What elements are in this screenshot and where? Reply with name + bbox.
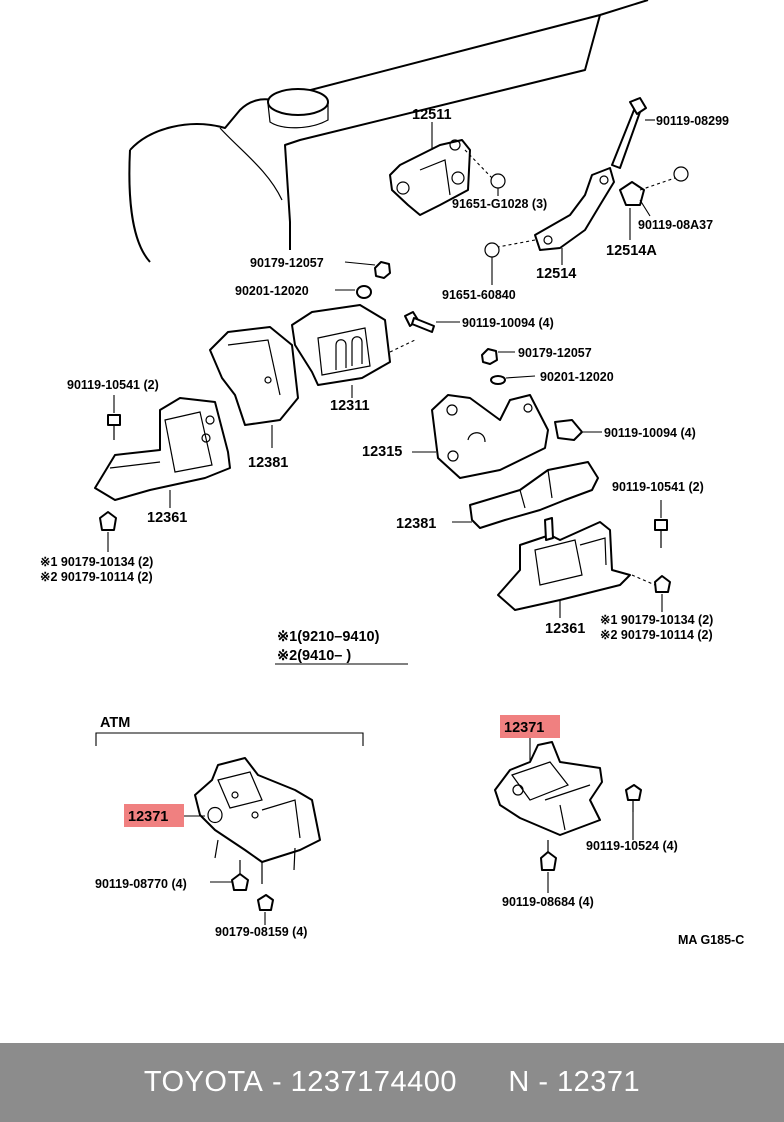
label-90179-12057-right: 90179-12057 xyxy=(518,346,592,360)
label-12514: 12514 xyxy=(536,266,576,282)
label-90119-08770: 90119-08770 (4) xyxy=(95,877,187,891)
bracket-12361-right xyxy=(497,500,671,618)
label-90119-10524: 90119-10524 (4) xyxy=(586,839,678,853)
label-12311: 12311 xyxy=(330,398,370,414)
damper-12381-left xyxy=(209,326,299,448)
mount-12371-atm xyxy=(183,757,321,925)
bracket-12361-left xyxy=(94,395,231,552)
bolt-10094-upper xyxy=(404,311,460,333)
engine-block-outline xyxy=(128,0,649,263)
footer-separator: - xyxy=(263,1066,291,1098)
footer-ref-code: N - 12371 xyxy=(508,1066,641,1098)
footer-gap xyxy=(457,1066,508,1099)
label-90119-10094-upper: 90119-10094 (4) xyxy=(462,316,554,330)
part-labels: 12511 90119-08299 91651-G1028 (3) 90119-… xyxy=(40,107,744,947)
label-12371-right: 12371 xyxy=(504,720,544,736)
nut-washer-right xyxy=(481,348,536,385)
label-12511: 12511 xyxy=(412,107,452,123)
nut-washer-upper xyxy=(335,261,391,299)
label-12371-atm: 12371 xyxy=(128,809,168,825)
highlight-12371-right xyxy=(500,715,560,738)
label-90119-10541-right: 90119-10541 (2) xyxy=(612,480,704,494)
highlight-12371-left xyxy=(124,804,184,827)
legend-line-1: ※1(9210–9410) xyxy=(277,629,380,645)
footer-part-number: 1237174400 xyxy=(290,1066,457,1098)
damper-12381-right xyxy=(452,461,599,529)
label-90179-12057-upper: 90179-12057 xyxy=(250,256,324,270)
legend-line-2: ※2(9410– ) xyxy=(277,648,351,664)
label-12361-right: 12361 xyxy=(545,621,585,637)
reference-code: MA G185-C xyxy=(678,933,744,947)
bracket-12511 xyxy=(389,122,506,216)
label-note1-left: ※1 90179-10134 (2) xyxy=(40,555,153,569)
insulator-12311 xyxy=(291,304,416,398)
label-12315: 12315 xyxy=(362,444,402,460)
label-atm: ATM xyxy=(100,715,130,731)
bracket-12315 xyxy=(412,394,602,479)
label-90119-08a37: 90119-08A37 xyxy=(638,218,713,232)
label-90201-12020-right: 90201-12020 xyxy=(540,370,614,384)
label-91651-g1028: 91651-G1028 (3) xyxy=(452,197,547,211)
label-note2-left: ※2 90179-10114 (2) xyxy=(40,570,153,584)
label-90119-08299: 90119-08299 xyxy=(656,114,729,128)
mount-12371-right xyxy=(494,737,642,893)
label-90119-10094-right: 90119-10094 (4) xyxy=(604,426,696,440)
part-number-banner: TOYOTA - 1237174400 N - 12371 xyxy=(0,1043,784,1122)
label-12381-left: 12381 xyxy=(248,455,288,471)
bracket-12514 xyxy=(484,97,689,285)
label-12514a: 12514A xyxy=(606,243,657,259)
label-90201-12020-upper: 90201-12020 xyxy=(235,284,309,298)
parts-diagram: 12511 90119-08299 91651-G1028 (3) 90119-… xyxy=(40,0,744,947)
label-90119-08684: 90119-08684 (4) xyxy=(502,895,594,909)
footer-brand: TOYOTA xyxy=(143,1066,264,1098)
label-note2-right: ※2 90179-10114 (2) xyxy=(600,628,713,642)
label-12381-right: 12381 xyxy=(396,516,436,532)
label-note1-right: ※1 90179-10134 (2) xyxy=(600,613,713,627)
label-91651-60840: 91651-60840 xyxy=(442,288,516,302)
atm-bracket xyxy=(95,732,364,746)
label-90179-08159: 90179-08159 (4) xyxy=(215,925,307,939)
label-90119-10541-left: 90119-10541 (2) xyxy=(67,378,159,392)
label-12361-left: 12361 xyxy=(147,510,187,526)
